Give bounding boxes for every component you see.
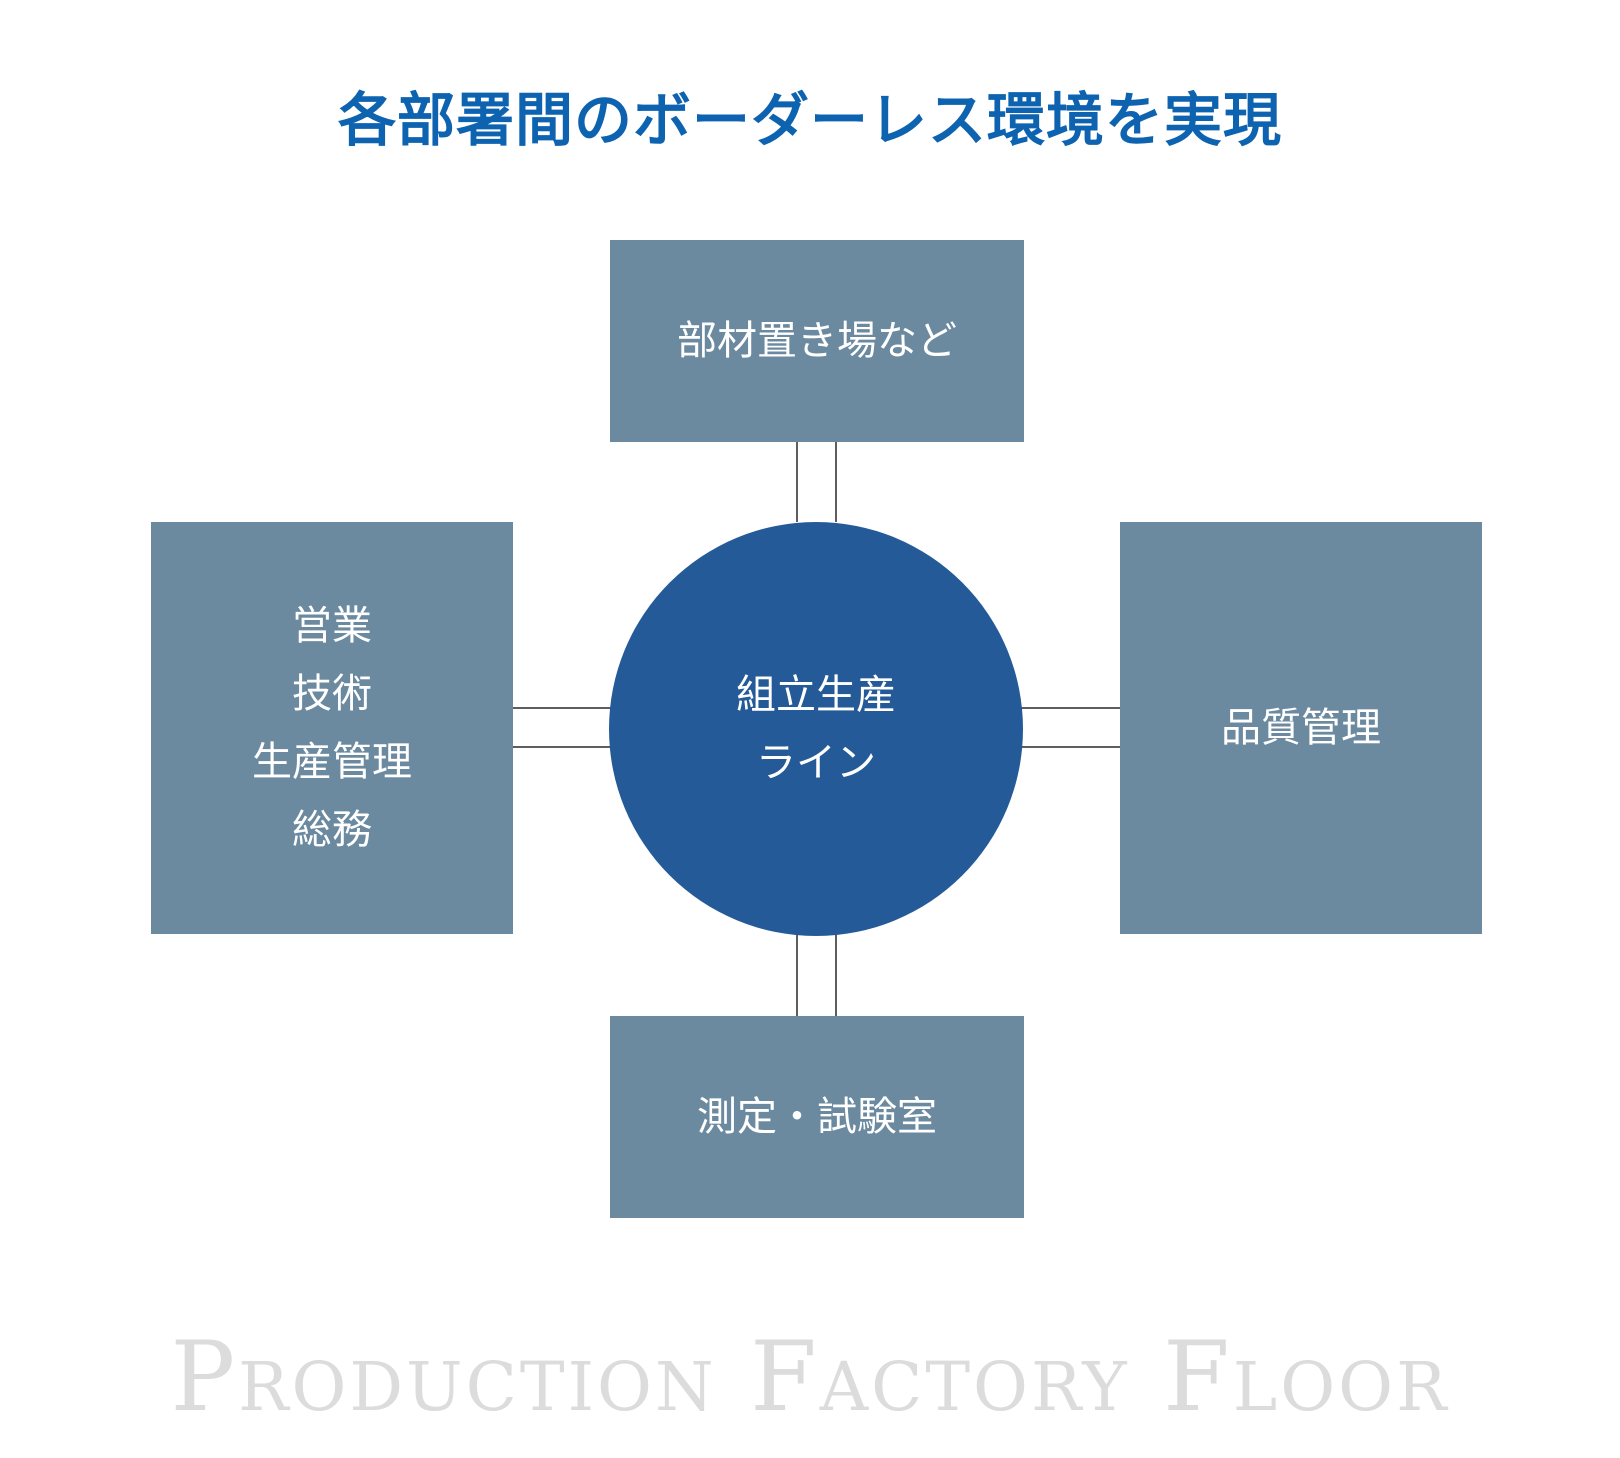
office-departments-box: 営業 技術 生産管理 総務	[151, 522, 513, 934]
materials-storage-box: 部材置き場など	[610, 240, 1024, 442]
connector-top-line-1	[796, 442, 798, 522]
assembly-line-label-line-2: ライン	[756, 740, 876, 786]
connector-right-line-1	[1019, 707, 1120, 709]
department-sales-label: 営業	[292, 603, 372, 649]
assembly-line-circle: 組立生産 ライン	[609, 522, 1023, 936]
connector-bottom-line-2	[835, 934, 837, 1016]
materials-storage-label: 部材置き場など	[677, 318, 957, 364]
quality-control-box: 品質管理	[1120, 522, 1482, 934]
assembly-line-label-line-1: 組立生産	[736, 672, 896, 718]
measurement-lab-box: 測定・試験室	[610, 1016, 1024, 1218]
footer-watermark-text: Production Factory Floor	[170, 1321, 1450, 1433]
department-general-affairs-label: 総務	[292, 807, 372, 853]
measurement-lab-label: 測定・試験室	[697, 1094, 937, 1140]
connector-left-line-2	[513, 746, 613, 748]
quality-control-label: 品質管理	[1221, 705, 1381, 751]
department-production-control-label: 生産管理	[252, 739, 412, 785]
connector-bottom-line-1	[796, 934, 798, 1016]
page-title: 各部署間のボーダーレス環境を実現	[337, 86, 1282, 154]
connector-right-line-2	[1019, 746, 1120, 748]
connector-top-line-2	[835, 442, 837, 522]
department-engineering-label: 技術	[292, 671, 372, 717]
connector-left-line-1	[513, 707, 613, 709]
